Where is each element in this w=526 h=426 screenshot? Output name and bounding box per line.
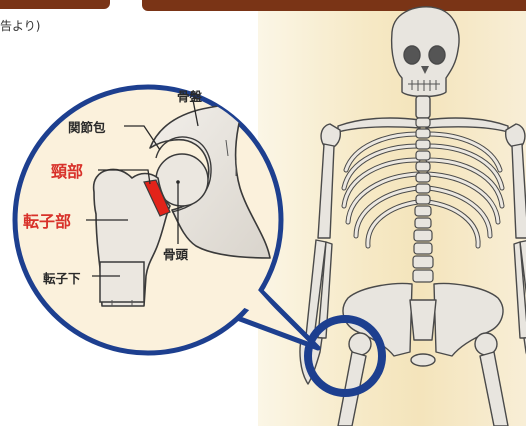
label-femoral-neck: 頸部 [51, 158, 83, 182]
leg-bones-icon [338, 333, 508, 426]
label-subtrochanter: 転子下 [43, 268, 81, 287]
skull-icon [392, 7, 459, 97]
label-femoral-head: 骨頭 [163, 244, 188, 263]
subtrochanter-box [100, 262, 144, 302]
spine-icon [413, 118, 433, 282]
label-joint-capsule: 関節包 [68, 117, 106, 136]
label-pelvis: 骨盤 [177, 86, 202, 105]
label-trochanter: 転子部 [23, 208, 71, 232]
